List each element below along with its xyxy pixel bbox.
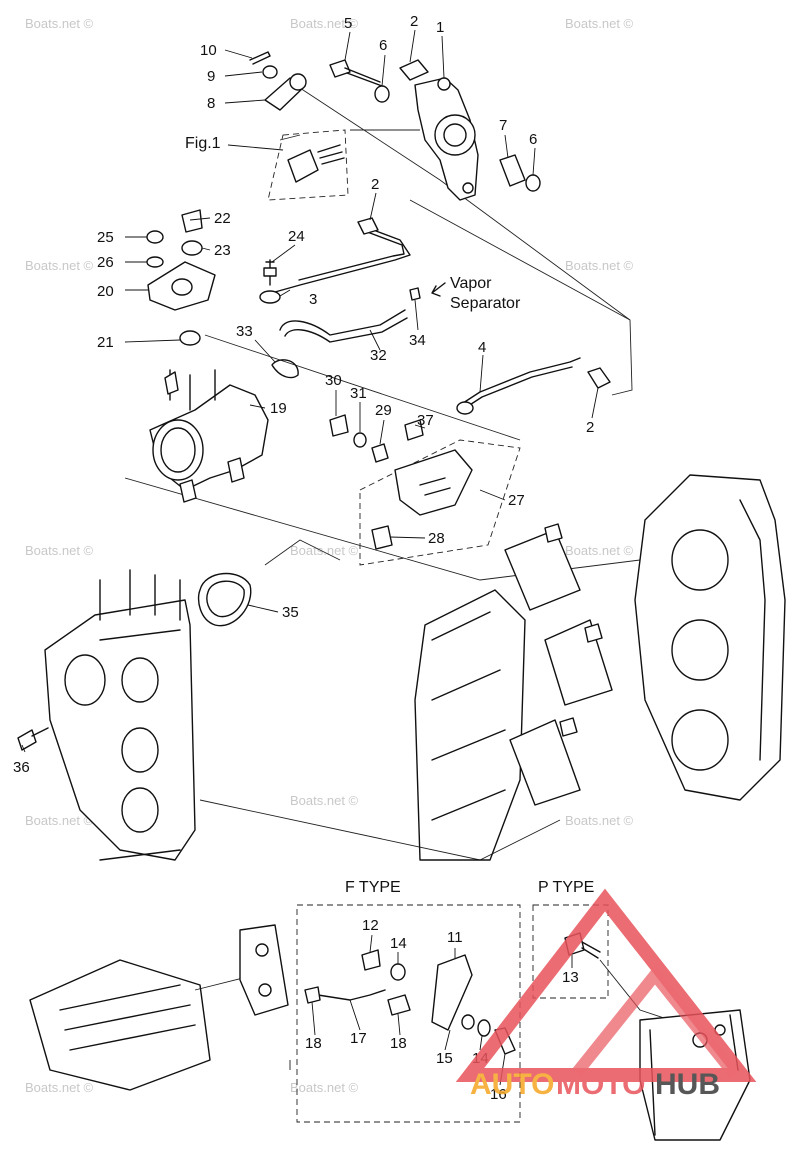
crankcase: [634, 474, 786, 801]
watermark-text: Boats.net ©: [25, 813, 94, 828]
callout-23: 23: [214, 242, 231, 259]
link-rod-parts: [249, 51, 307, 111]
callout-2: 2: [586, 419, 594, 436]
watermark-text: Boats.net ©: [290, 543, 359, 558]
callout-6: 6: [529, 131, 537, 148]
callout-27: 27: [508, 492, 525, 509]
leader-lines: [21, 29, 599, 1086]
callout-33: 33: [236, 323, 253, 340]
callout-7: 7: [499, 117, 507, 134]
logo-text-auto: AUTO: [470, 1068, 554, 1101]
callout-30: 30: [325, 372, 342, 389]
callout-37: 37: [417, 412, 434, 429]
callout-36: 36: [13, 759, 30, 776]
sensor-assembly: [329, 414, 521, 566]
reed-valve-plate: [414, 523, 613, 861]
watermark-text: Boats.net ©: [25, 1080, 94, 1095]
lower-engine-sketch: [29, 924, 289, 1091]
automotohub-logo: AUTO MOTO HUB: [455, 888, 757, 1101]
callout-24: 24: [288, 228, 305, 245]
logo-text-hub: HUB: [655, 1068, 720, 1101]
f-type-assembly: [296, 904, 521, 1123]
watermark-text: Boats.net ©: [25, 543, 94, 558]
throttle-lever-bracket: [329, 59, 541, 201]
callout-4: 4: [478, 339, 486, 356]
callout-12: 12: [362, 917, 379, 934]
logo-inner-triangle: [570, 965, 740, 1079]
watermarks: Boats.net © Boats.net © Boats.net © Boat…: [25, 16, 634, 1095]
gasket: [197, 572, 252, 627]
watermark-text: Boats.net ©: [565, 16, 634, 31]
callout-35: 35: [282, 604, 299, 621]
throttle-cable: [456, 357, 611, 415]
callout-10: 10: [200, 42, 217, 59]
callout-21: 21: [97, 334, 114, 351]
watermark-text: Boats.net ©: [565, 813, 634, 828]
callout-2: 2: [371, 176, 379, 193]
callout-29: 29: [375, 402, 392, 419]
watermark-text: Boats.net ©: [565, 258, 634, 273]
watermark-text: Boats.net ©: [565, 543, 634, 558]
watermark-text: Boats.net ©: [290, 1080, 359, 1095]
callout-18: 18: [305, 1035, 322, 1052]
callout-26: 26: [97, 254, 114, 271]
callout-18: 18: [390, 1035, 407, 1052]
callout-6: 6: [379, 37, 387, 54]
callout-8: 8: [207, 95, 215, 112]
callout-25: 25: [97, 229, 114, 246]
callout-32: 32: [370, 347, 387, 364]
callout-9: 9: [207, 68, 215, 85]
logo-text-moto: MOTO: [556, 1068, 645, 1101]
callout-16: 16: [490, 1086, 507, 1103]
logo-outer-triangle: [455, 888, 757, 1082]
throttle-link-rod: [259, 217, 411, 304]
throttle-body: [149, 369, 269, 503]
callout-20: 20: [97, 283, 114, 300]
callout-3: 3: [309, 291, 317, 308]
callout-22: 22: [214, 210, 231, 227]
p-type-label: P TYPE: [538, 879, 594, 896]
callout-1: 1: [436, 19, 444, 36]
mounting-plate-assembly: [146, 209, 216, 346]
fig1-label: Fig.1: [185, 135, 221, 152]
callout-34: 34: [409, 332, 426, 349]
callout-13: 13: [562, 969, 579, 986]
watermark-text: Boats.net ©: [25, 258, 94, 273]
callout-31: 31: [350, 385, 367, 402]
watermark-text: Boats.net ©: [25, 16, 94, 31]
callout-5: 5: [344, 15, 352, 32]
intake-manifold: [17, 569, 196, 861]
callout-2: 2: [410, 13, 418, 30]
vapor-hoses: [271, 282, 446, 379]
callout-19: 19: [270, 400, 287, 417]
callout-17: 17: [350, 1030, 367, 1047]
fig1-detail: [227, 129, 349, 201]
callout-28: 28: [428, 530, 445, 547]
vapor-label: Vapor: [450, 275, 492, 292]
watermark-text: Boats.net ©: [290, 16, 359, 31]
f-type-label: F TYPE: [345, 879, 401, 896]
separator-label: Separator: [450, 295, 521, 312]
watermark-text: Boats.net ©: [290, 793, 359, 808]
callout-11: 11: [447, 929, 463, 946]
callout-14: 14: [390, 935, 407, 952]
callout-15: 15: [436, 1050, 453, 1067]
